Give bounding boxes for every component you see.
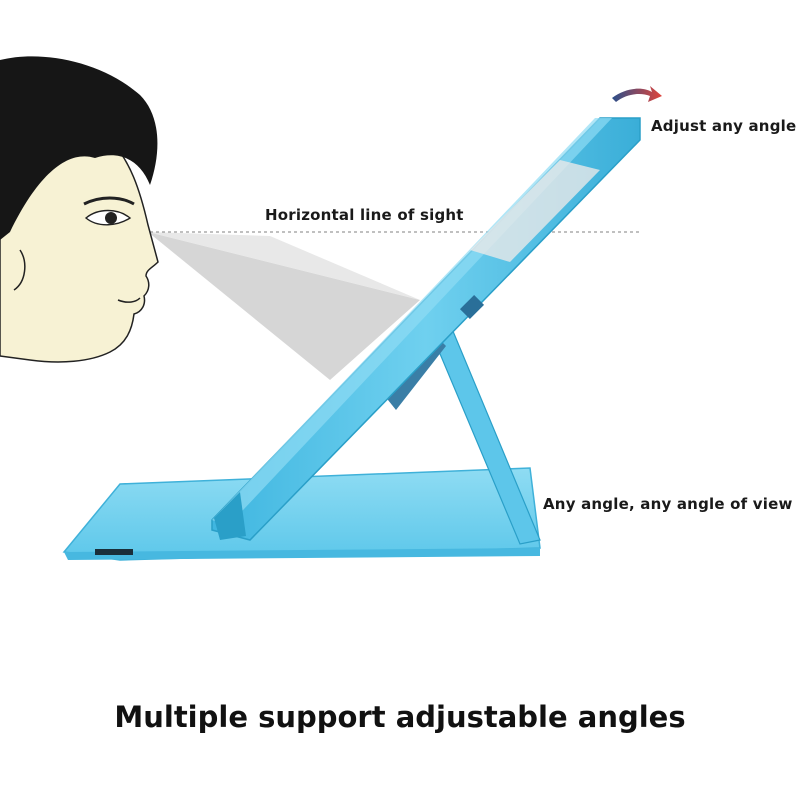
rotation-arrow-icon (612, 86, 662, 102)
head-illustration (0, 56, 159, 363)
headline: Multiple support adjustable angles (114, 700, 686, 734)
view-angle-label: Any angle, any angle of view (543, 495, 793, 513)
tablet-case (211, 117, 641, 541)
case-base (62, 467, 541, 561)
sight-cone (148, 232, 420, 380)
adjust-angle-label: Adjust any angle (651, 117, 797, 135)
line-of-sight-label: Horizontal line of sight (265, 206, 464, 224)
